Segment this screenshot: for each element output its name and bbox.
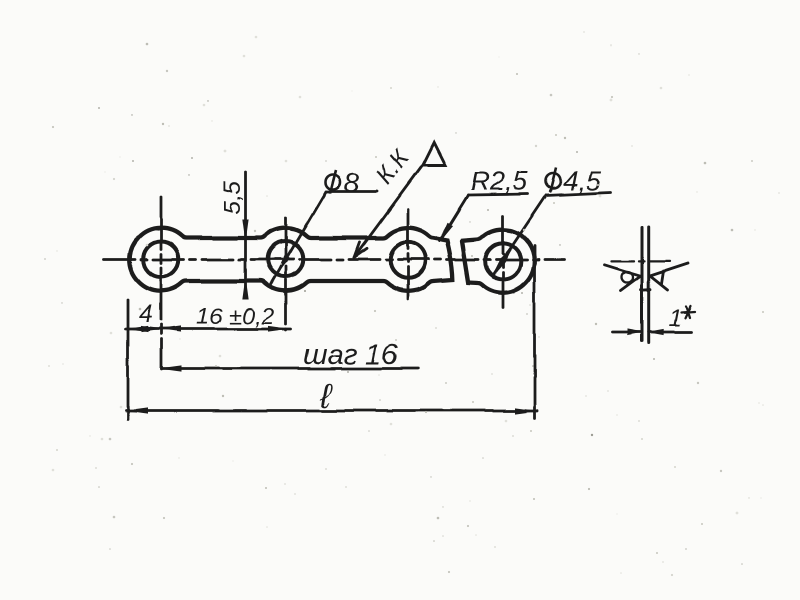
svg-text:16 ±0,2: 16 ±0,2 (196, 303, 274, 329)
svg-text:5,5: 5,5 (219, 180, 246, 214)
svg-text:ℓ: ℓ (319, 377, 333, 415)
svg-text:1: 1 (668, 305, 681, 332)
svg-text:8: 8 (344, 167, 360, 198)
svg-text:4,5: 4,5 (563, 166, 602, 196)
svg-text:шаг 16: шаг 16 (303, 339, 399, 371)
svg-text:R2,5: R2,5 (470, 166, 528, 196)
svg-text:4: 4 (139, 300, 153, 328)
